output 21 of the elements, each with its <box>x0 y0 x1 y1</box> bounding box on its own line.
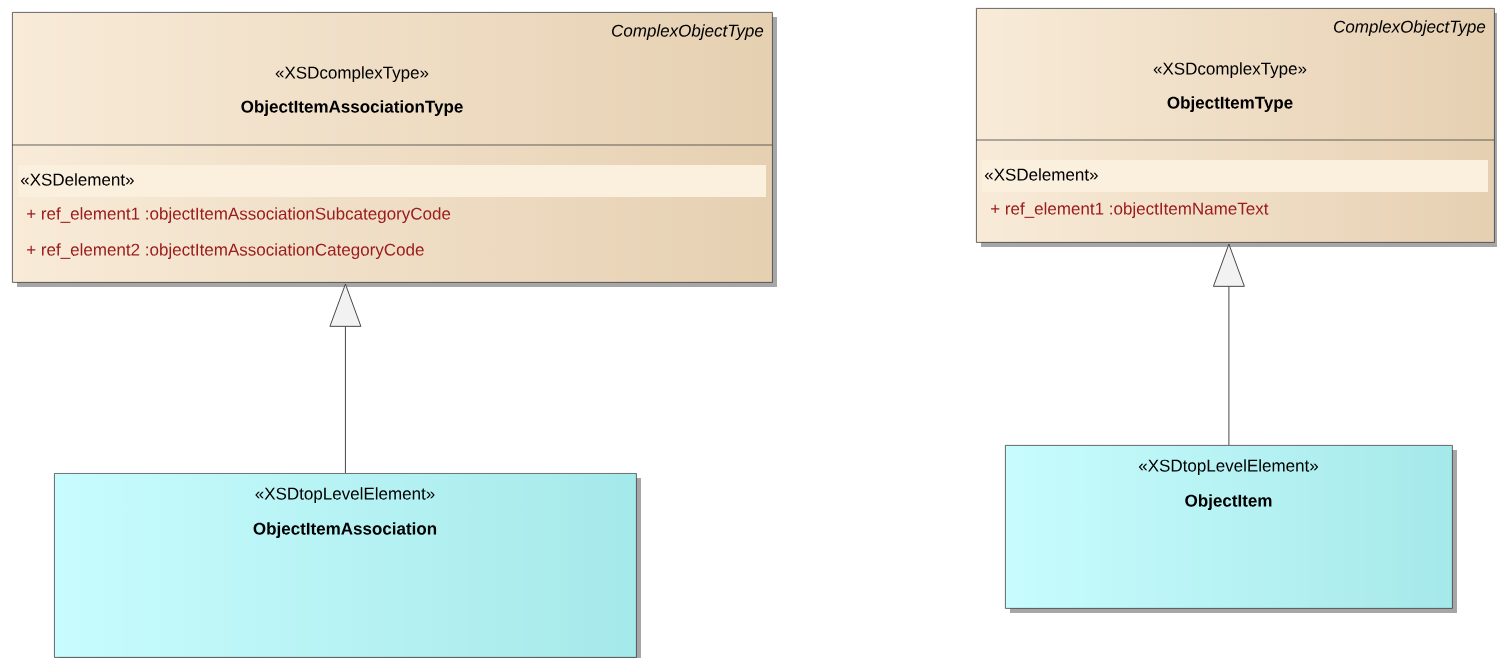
class-box <box>11 12 777 287</box>
attribute-text: + ref_element2 :objectItemAssociationCategoryCode <box>27 243 424 260</box>
generalization-arrow <box>329 283 362 474</box>
class-box <box>975 8 1497 247</box>
element-name: ObjectItem <box>1185 494 1272 511</box>
class-name: ObjectItemType <box>1167 96 1293 113</box>
class-name: ObjectItemAssociationType <box>241 100 463 117</box>
stereotype-label: «XSDtopLevelElement» <box>255 487 435 504</box>
element-box <box>54 473 641 658</box>
stereotype-label: «XSDelement» <box>984 168 1098 181</box>
type-label: ComplexObjectType <box>612 24 764 41</box>
attribute-text: + ref_element1 :objectItemAssociationSubcategoryCode <box>27 207 451 224</box>
generalization-arrow <box>1213 243 1245 446</box>
stereotype-label: «XSDelement» <box>20 173 134 186</box>
stereotype-label: «XSDcomplexType» <box>275 66 429 83</box>
type-label: ComplexObjectType <box>1334 20 1486 37</box>
element-name: ObjectItemAssociation <box>253 522 437 539</box>
attribute-text: + ref_element1 :objectItemNameText <box>991 202 1269 219</box>
stereotype-label: «XSDcomplexType» <box>1153 62 1307 79</box>
stereotype-label: «XSDtopLevelElement» <box>1138 459 1319 476</box>
element-box <box>1005 445 1457 613</box>
